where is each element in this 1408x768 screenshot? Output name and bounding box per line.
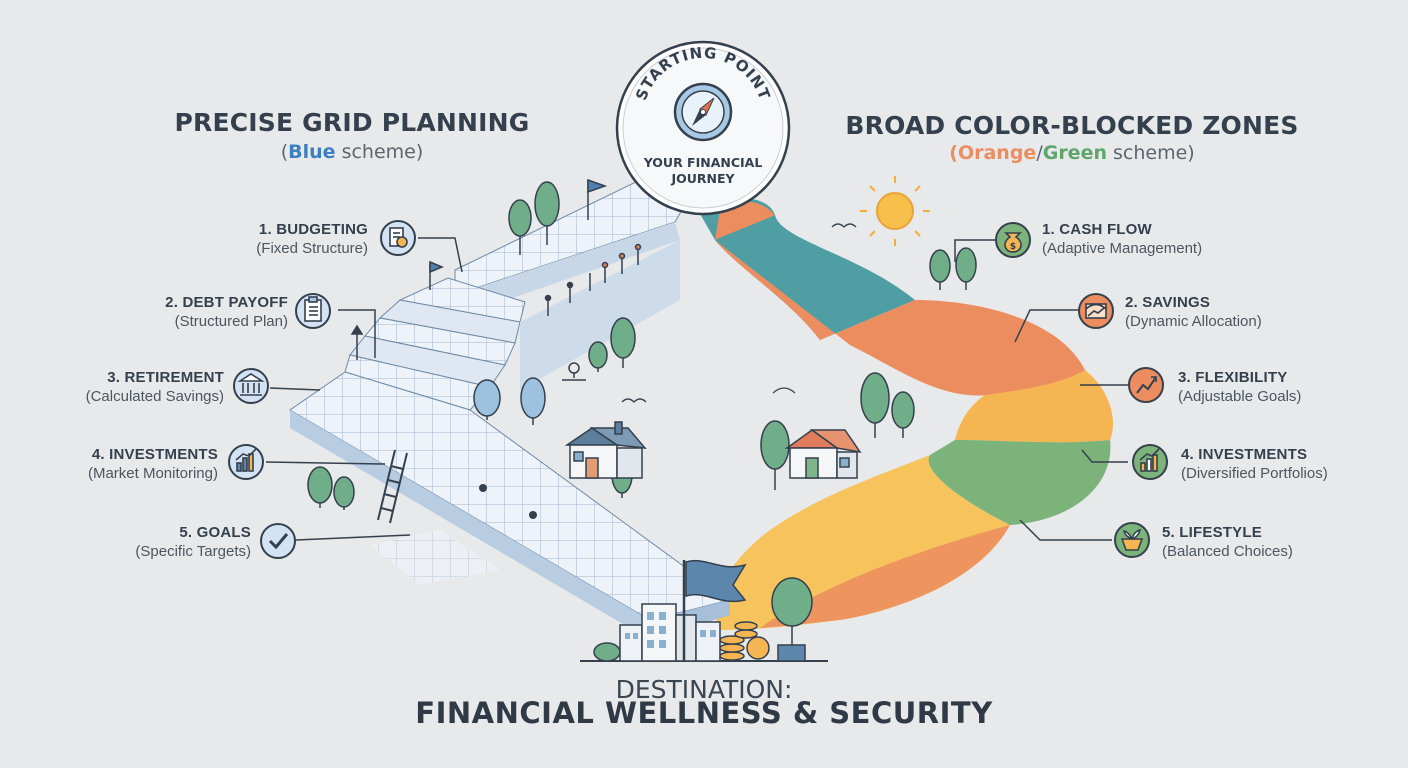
river-orange-zone [715, 240, 1085, 396]
map-pin [562, 362, 586, 381]
step-desc: (Calculated Savings) [85, 388, 224, 405]
connectors [265, 237, 1128, 541]
portfolio-chart-icon [1132, 444, 1168, 480]
tree [610, 317, 636, 368]
river-teal-zone [695, 197, 915, 340]
tree [771, 577, 813, 650]
tree [508, 199, 532, 255]
badge-bottom-line2: JOURNEY [670, 171, 735, 186]
step-title: 5. LIFESTYLE [1162, 524, 1262, 541]
tree [307, 466, 333, 508]
bird [772, 387, 796, 394]
right-step-investments: 4. INVESTMENTS (Diversified Portfolios) [1181, 445, 1408, 483]
river-green-zone [928, 440, 1111, 525]
step-title: 4. INVESTMENTS [1181, 446, 1308, 463]
right-step-lifestyle: 5. LIFESTYLE (Balanced Choices) [1162, 523, 1392, 561]
step-desc: (Fixed Structure) [256, 240, 368, 257]
destination-flag [685, 560, 747, 602]
step-desc: (Adjustable Goals) [1178, 388, 1302, 405]
step-desc: (Dynamic Allocation) [1125, 313, 1262, 330]
right-step-savings: 2. SAVINGS (Dynamic Allocation) [1125, 293, 1355, 331]
river-orange-end [760, 525, 1010, 628]
step-desc: (Market Monitoring) [87, 465, 218, 482]
step-title: 1. CASH FLOW [1042, 221, 1152, 238]
tree [473, 379, 501, 420]
tree [955, 247, 977, 290]
step-title: 5. GOALS [179, 524, 251, 541]
bar-chart-icon [228, 444, 264, 480]
river-top-orange [715, 201, 775, 240]
left-heading: PRECISE GRID PLANNING [174, 108, 530, 137]
trees [307, 181, 977, 650]
left-subheading: (Blue scheme) [152, 141, 552, 163]
budget-document-icon [380, 220, 416, 256]
step-desc: (Diversified Portfolios) [1181, 465, 1328, 482]
destination-label: DESTINATION: [615, 675, 793, 704]
right-subheading: (Orange/Green scheme) [842, 142, 1302, 164]
tree [860, 372, 890, 438]
left-step-goals: 5. GOALS (Specific Targets) [21, 523, 251, 561]
subheading-open: ( [280, 141, 289, 163]
step-title: 2. SAVINGS [1125, 294, 1211, 311]
checkmark-icon [260, 523, 296, 559]
right-step-cash-flow: 1. CASH FLOW (Adaptive Management) [1042, 220, 1272, 258]
coin-stack [719, 621, 770, 661]
left-step-retirement: 3. RETIREMENT (Calculated Savings) [0, 368, 224, 406]
blue-word: Blue [288, 141, 336, 163]
clipboard-icon [295, 293, 331, 329]
tree [760, 420, 790, 490]
tree [520, 377, 546, 425]
subheading-slash: / [1036, 142, 1043, 164]
sun-icon [860, 176, 930, 246]
step-title: 2. DEBT PAYOFF [165, 294, 288, 311]
right-heading: BROAD COLOR-BLOCKED ZONES [845, 111, 1299, 140]
grid-staircase [289, 178, 732, 640]
bank-icon [233, 368, 269, 404]
step-desc: (Specific Targets) [135, 543, 251, 560]
plant-basket-icon [1114, 522, 1150, 558]
green-word: Green [1042, 142, 1107, 164]
step-title: 3. RETIREMENT [107, 369, 224, 386]
right-step-flexibility: 3. FLEXIBILITY (Adjustable Goals) [1178, 368, 1408, 406]
subheading-rest: scheme) [335, 141, 424, 163]
river-yellow-zone [955, 370, 1113, 443]
step-desc: (Structured Plan) [174, 313, 288, 330]
left-step-investments: 4. INVESTMENTS (Market Monitoring) [0, 445, 218, 483]
left-step-debt-payoff: 2. DEBT PAYOFF (Structured Plan) [58, 293, 288, 331]
trend-chart-icon [1128, 367, 1164, 403]
step-desc: (Balanced Choices) [1162, 543, 1293, 560]
badge-bottom-line1: YOUR FINANCIAL [643, 155, 763, 170]
destination-title: FINANCIAL WELLNESS & SECURITY [415, 696, 993, 730]
subheading-open: ( [949, 142, 958, 164]
step-title: 4. INVESTMENTS [91, 446, 218, 463]
svg-text:$: $ [1010, 242, 1016, 252]
house-left [564, 421, 647, 479]
subheading-rest: scheme) [1106, 142, 1195, 164]
tree [929, 249, 951, 290]
orange-word: Orange [957, 142, 1037, 164]
left-step-budgeting: 1. BUDGETING (Fixed Structure) [138, 220, 368, 258]
step-desc: (Adaptive Management) [1042, 240, 1203, 257]
tree [333, 476, 355, 510]
starting-point-badge [615, 40, 791, 216]
step-title: 1. BUDGETING [258, 221, 368, 238]
house-right [784, 429, 862, 479]
destination-city [580, 560, 828, 662]
tree [534, 181, 560, 245]
tree [891, 391, 915, 438]
bird [621, 398, 647, 403]
tree [588, 341, 608, 372]
compass-icon [673, 82, 733, 142]
bird [831, 223, 857, 228]
step-title: 3. FLEXIBILITY [1178, 369, 1288, 386]
savings-box-icon [1078, 293, 1114, 329]
money-bag-icon: $ [995, 222, 1031, 258]
